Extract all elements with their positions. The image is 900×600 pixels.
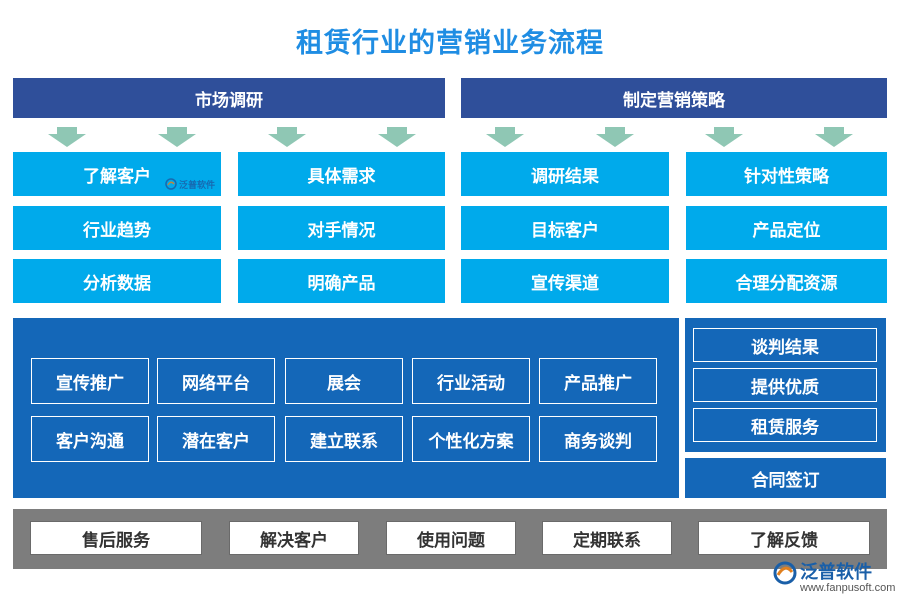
aftersales-item: 售后服务 bbox=[30, 521, 202, 555]
page-title: 租赁行业的营销业务流程 bbox=[296, 28, 604, 59]
strategy-item: 产品定位 bbox=[686, 206, 887, 250]
strategy-item: 宣传渠道 bbox=[461, 259, 669, 303]
down-arrow-icon bbox=[378, 127, 416, 147]
marketing-item: 展会 bbox=[285, 358, 403, 404]
research-item: 具体需求 bbox=[238, 152, 445, 196]
brand-url: www.fanpusoft.com bbox=[800, 582, 896, 594]
down-arrow-icon bbox=[815, 127, 853, 147]
negotiation-item: 提供优质 bbox=[693, 368, 877, 402]
contract-box: 合同签订 bbox=[685, 458, 886, 498]
negotiation-panel bbox=[685, 318, 886, 452]
down-arrow-icon bbox=[486, 127, 524, 147]
negotiation-item: 租赁服务 bbox=[693, 408, 877, 442]
marketing-item: 个性化方案 bbox=[412, 416, 530, 462]
marketing-item: 潜在客户 bbox=[157, 416, 275, 462]
brand-swirl-icon bbox=[165, 178, 177, 190]
marketing-item: 行业活动 bbox=[412, 358, 530, 404]
research-item: 对手情况 bbox=[238, 206, 445, 250]
watermark-logo: 泛普软件 bbox=[165, 173, 225, 195]
strategy-item: 合理分配资源 bbox=[686, 259, 887, 303]
down-arrow-icon bbox=[158, 127, 196, 147]
marketing-item: 产品推广 bbox=[539, 358, 657, 404]
down-arrow-icon bbox=[268, 127, 306, 147]
brand-swirl-icon bbox=[773, 561, 797, 585]
strategy-item: 调研结果 bbox=[461, 152, 669, 196]
header-market-research: 市场调研 bbox=[13, 78, 445, 118]
strategy-item: 目标客户 bbox=[461, 206, 669, 250]
marketing-item: 建立联系 bbox=[285, 416, 403, 462]
aftersales-item: 了解反馈 bbox=[698, 521, 870, 555]
aftersales-item: 解决客户 bbox=[229, 521, 359, 555]
aftersales-item: 定期联系 bbox=[542, 521, 672, 555]
marketing-item: 商务谈判 bbox=[539, 416, 657, 462]
down-arrow-icon bbox=[705, 127, 743, 147]
research-item: 明确产品 bbox=[238, 259, 445, 303]
watermark-text: 泛普软件 bbox=[179, 180, 216, 191]
marketing-panel bbox=[13, 318, 679, 498]
aftersales-item: 使用问题 bbox=[386, 521, 516, 555]
marketing-item: 客户沟通 bbox=[31, 416, 149, 462]
research-item: 了解客户 bbox=[13, 152, 221, 196]
research-item: 分析数据 bbox=[13, 259, 221, 303]
marketing-item: 网络平台 bbox=[157, 358, 275, 404]
research-item: 行业趋势 bbox=[13, 206, 221, 250]
down-arrow-icon bbox=[596, 127, 634, 147]
header-marketing-strategy: 制定营销策略 bbox=[461, 78, 887, 118]
negotiation-item: 谈判结果 bbox=[693, 328, 877, 362]
brand-name: 泛普软件 bbox=[800, 562, 872, 583]
strategy-item: 针对性策略 bbox=[686, 152, 887, 196]
marketing-item: 宣传推广 bbox=[31, 358, 149, 404]
brand-logo: 泛普软件 www.fanpusoft.com bbox=[770, 556, 895, 598]
down-arrow-icon bbox=[48, 127, 86, 147]
